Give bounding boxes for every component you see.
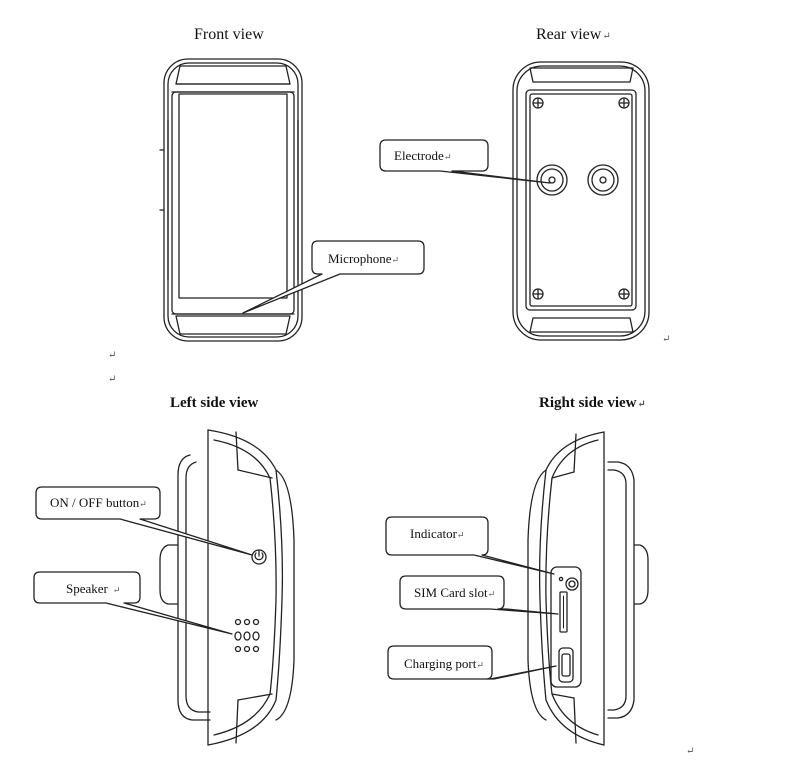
indicator-callout: Indicator↵ (385, 516, 555, 575)
on-off-button-label: ON / OFF button (50, 495, 140, 510)
screw-icon (618, 97, 630, 109)
svg-text:Speaker↵: Speaker↵ (66, 581, 120, 596)
return-mark: ↵ (637, 399, 646, 410)
rear-view-device (512, 61, 650, 341)
power-icon (251, 549, 267, 565)
svg-text:Microphone↵: Microphone↵ (328, 251, 399, 266)
indicator-icon (558, 576, 579, 591)
electrode-label: Electrode (394, 148, 444, 163)
charging-port-label: Charging port (404, 656, 477, 671)
return-mark: ↵ (662, 334, 671, 345)
svg-text:Electrode↵: Electrode↵ (394, 148, 451, 163)
indicator-label: Indicator (410, 526, 458, 541)
svg-text:Indicator↵: Indicator↵ (410, 526, 464, 541)
speaker-label: Speaker (66, 581, 109, 596)
svg-text:SIM Card slot↵: SIM Card slot↵ (414, 585, 495, 600)
return-mark: ↵ (686, 746, 695, 757)
speaker-grille-icon (234, 618, 260, 653)
sim-card-slot-callout: SIM Card slot↵ (399, 575, 559, 615)
svg-text:Charging port↵: Charging port↵ (404, 656, 484, 671)
electrode-callout: Electrode↵ (379, 139, 551, 184)
sim-slot-icon (559, 591, 568, 633)
screw-icon (618, 288, 630, 300)
front-view-title: Front view (194, 26, 264, 44)
left-side-view-label: Left side view (170, 395, 259, 411)
screw-icon (532, 97, 544, 109)
electrode-icon (587, 164, 619, 196)
charging-port-callout: Charging port↵ (387, 645, 557, 680)
return-mark: ↵ (602, 31, 611, 42)
right-side-device (527, 431, 649, 746)
microphone-label: Microphone (328, 251, 392, 266)
speaker-callout: Speaker↵ (33, 571, 233, 635)
left-side-device (159, 429, 295, 746)
rear-view-title: Rear view↵ (536, 26, 611, 44)
right-side-view-title: Right side view↵ (539, 395, 646, 412)
microphone-callout: Microphone↵ (242, 240, 425, 314)
right-side-view-label: Right side view (539, 395, 637, 411)
sim-card-slot-label: SIM Card slot (414, 585, 488, 600)
rear-view-label: Rear view (536, 26, 602, 43)
on-off-button-callout: ON / OFF button↵ (35, 486, 253, 556)
front-view-device (159, 58, 303, 342)
electrode-icon (536, 164, 568, 196)
return-mark: ↵ (108, 374, 117, 385)
return-mark: ↵ (108, 350, 117, 361)
front-view-label: Front view (194, 26, 264, 43)
screw-icon (532, 288, 544, 300)
svg-text:ON / OFF button↵: ON / OFF button↵ (50, 495, 147, 510)
usb-port-icon (558, 647, 574, 683)
left-side-view-title: Left side view (170, 395, 258, 412)
